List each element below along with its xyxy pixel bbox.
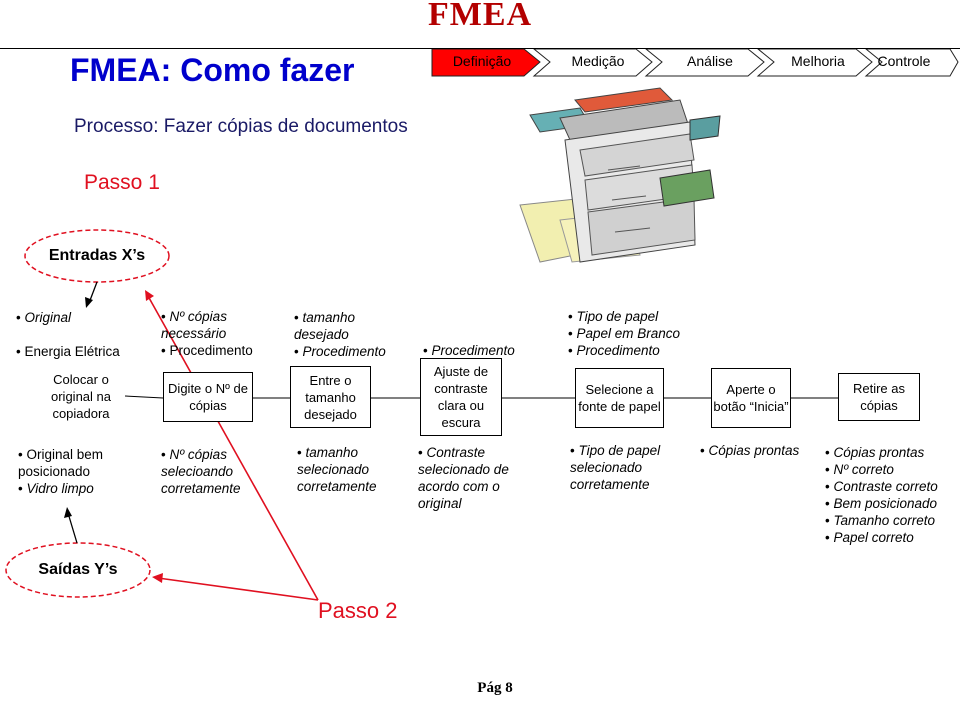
nav-label: Controle bbox=[877, 53, 931, 69]
list-item: tamanho desejado bbox=[294, 309, 364, 343]
outputs-list: Contraste selecionado de acordo com o or… bbox=[418, 444, 528, 512]
step-box: Ajuste de contraste clara ou escura bbox=[420, 358, 502, 436]
outputs-list: Tipo de papel selecionado corretamente bbox=[570, 442, 680, 493]
outputs-list: Original bem posicionado Vidro limpo bbox=[18, 446, 136, 497]
list-item: Contraste selecionado de acordo com o or… bbox=[418, 444, 528, 512]
nav-label: Medição bbox=[571, 53, 625, 69]
step-box: Entre o tamanho desejado bbox=[290, 366, 371, 428]
nav-label: Melhoria bbox=[791, 53, 845, 69]
list-item: Procedimento bbox=[161, 342, 276, 359]
list-item: Nº correto bbox=[825, 461, 955, 478]
page-number: Pág 8 bbox=[477, 680, 513, 696]
list-item: Papel em Branco bbox=[568, 325, 708, 342]
step-box: Aperte o botão “Inicia” bbox=[711, 368, 791, 428]
list-item: Procedimento bbox=[294, 343, 414, 360]
list-item: Nº cópias selecioando corretamente bbox=[161, 446, 261, 497]
outputs-label: Saídas Y’s bbox=[38, 561, 118, 578]
inputs-list: tamanho desejado Procedimento bbox=[294, 309, 414, 360]
inputs-list: Nº cópias necessário Procedimento bbox=[161, 308, 276, 359]
step-box: Retire as cópias bbox=[838, 373, 920, 421]
step-2-label: Passo 2 bbox=[318, 598, 398, 623]
step-box: Selecione a fonte de papel bbox=[575, 368, 664, 428]
outputs-list: Cópias prontas Nº correto Contraste corr… bbox=[825, 444, 955, 546]
nav-melhoria[interactable]: Melhoria bbox=[768, 47, 868, 75]
list-item: Energia Elétrica bbox=[16, 343, 136, 360]
outputs-list: Nº cópias selecioando corretamente bbox=[161, 446, 261, 497]
list-item: Tipo de papel bbox=[568, 308, 708, 325]
list-item: Tamanho correto bbox=[825, 512, 955, 529]
nav-controle[interactable]: Controle bbox=[868, 47, 940, 75]
inputs-list: Procedimento bbox=[423, 342, 533, 359]
page-title: FMEA: Como fazer bbox=[70, 52, 355, 88]
list-item: Contraste correto bbox=[825, 478, 955, 495]
list-item: Cópias prontas bbox=[825, 444, 955, 461]
nav-definicao[interactable]: Definição bbox=[432, 47, 532, 75]
list-item: Papel correto bbox=[825, 529, 955, 546]
list-item: Original bem posicionado bbox=[18, 446, 136, 480]
list-item: Procedimento bbox=[568, 342, 708, 359]
list-item: Bem posicionado bbox=[825, 495, 955, 512]
step-box: Digite o Nº de cópias bbox=[163, 372, 253, 422]
list-item: Cópias prontas bbox=[700, 442, 820, 459]
outputs-list: Cópias prontas bbox=[700, 442, 820, 459]
inputs-list: Original Energia Elétrica bbox=[16, 309, 136, 360]
header-divider bbox=[0, 48, 960, 49]
list-item: Nº cópias necessário bbox=[161, 308, 276, 342]
outputs-list: tamanho selecionado corretamente bbox=[297, 444, 397, 495]
nav-label: Definição bbox=[452, 53, 512, 69]
list-item: Original bbox=[16, 309, 136, 326]
list-item: Vidro limpo bbox=[18, 480, 136, 497]
list-item: tamanho selecionado corretamente bbox=[297, 444, 397, 495]
step-1-label: Passo 1 bbox=[84, 171, 160, 194]
copier-illustration bbox=[519, 87, 721, 263]
list-item: Procedimento bbox=[423, 342, 533, 359]
nav-label: Análise bbox=[687, 53, 733, 69]
step-box: Colocar o original na copiadora bbox=[37, 370, 125, 422]
process-description: Processo: Fazer cópias de documentos bbox=[74, 116, 408, 137]
fmea-brand: FMEA bbox=[427, 0, 533, 33]
list-item: Tipo de papel selecionado corretamente bbox=[570, 442, 680, 493]
nav-ribbon bbox=[431, 48, 959, 77]
inputs-list: Tipo de papel Papel em Branco Procedimen… bbox=[568, 308, 708, 359]
nav-medicao[interactable]: Medição bbox=[548, 47, 648, 75]
nav-analise[interactable]: Análise bbox=[660, 47, 760, 75]
inputs-label: Entradas X’s bbox=[48, 247, 146, 264]
